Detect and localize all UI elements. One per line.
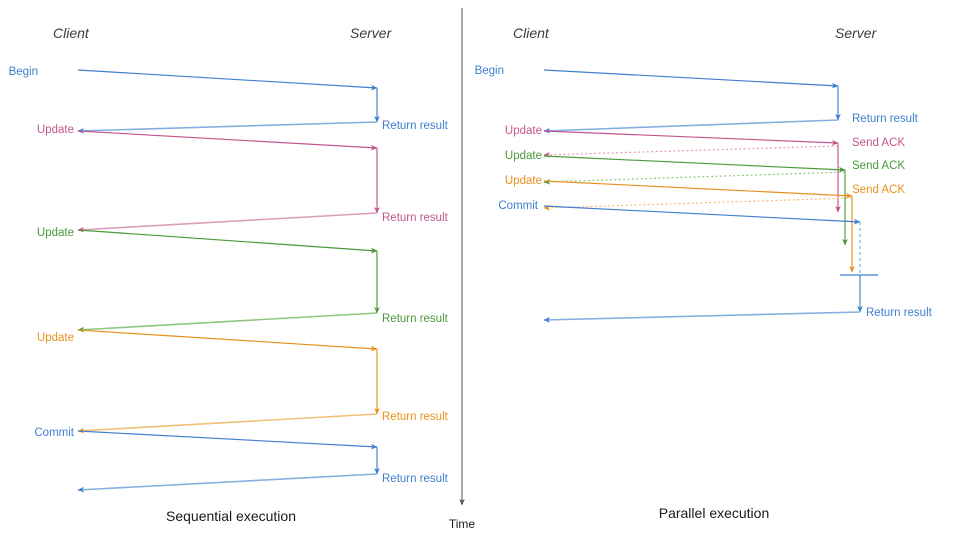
message-label-commit: Commit (34, 427, 74, 439)
return-result-label-begin: Return result (382, 120, 449, 132)
time-axis: Time (449, 8, 476, 531)
message-label-update-2: Update (37, 227, 74, 239)
send-ack-label-update-2: Send ACK (852, 160, 905, 172)
return-result-label-commit: Return result (382, 473, 449, 485)
panel-caption-sequential: Sequential execution (166, 508, 296, 524)
client-actor-label: Client (53, 25, 90, 41)
return-result-label-update-2: Return result (382, 313, 449, 325)
send-ack-label-update-3: Send ACK (852, 184, 905, 196)
time-axis-label: Time (449, 517, 476, 531)
message-label-update-3: Update (505, 175, 542, 187)
message-label-begin: Begin (9, 66, 38, 78)
client-actor-label-parallel: Client (513, 25, 550, 41)
response-arrow (543, 311, 861, 323)
return-result-label-update-3: Return result (382, 411, 449, 423)
ack-arrow (543, 197, 853, 211)
ack-arrow (543, 171, 846, 185)
request-arrow (77, 329, 378, 352)
message-label-update-2: Update (505, 150, 542, 162)
request-arrow (543, 130, 839, 146)
message-label-begin: Begin (475, 65, 504, 77)
return-result-label-update-1: Return result (382, 212, 449, 224)
request-arrow (77, 229, 378, 254)
request-arrow (543, 155, 846, 173)
request-arrow (77, 130, 378, 151)
response-arrow (77, 121, 378, 134)
message-label-update-1: Update (505, 125, 542, 137)
request-arrow (543, 180, 853, 199)
send-ack-label-update-1: Send ACK (852, 137, 905, 149)
server-actor-label-parallel: Server (835, 25, 878, 41)
panel-caption-parallel: Parallel execution (659, 505, 770, 521)
request-arrow (543, 69, 839, 89)
message-label-commit: Commit (498, 200, 538, 212)
response-arrow (77, 413, 378, 434)
request-arrow (77, 69, 378, 91)
message-label-update-3: Update (37, 332, 74, 344)
return-result-label-commit: Return result (866, 307, 933, 319)
server-actor-label: Server (350, 25, 393, 41)
message-label-update-1: Update (37, 124, 74, 136)
request-arrow (543, 205, 861, 225)
request-arrow (77, 430, 378, 450)
response-arrow (77, 212, 378, 233)
response-arrow (77, 312, 378, 333)
return-result-label-begin: Return result (852, 113, 919, 125)
response-arrow (543, 119, 839, 134)
ack-arrow (543, 145, 839, 158)
response-arrow (77, 473, 378, 493)
